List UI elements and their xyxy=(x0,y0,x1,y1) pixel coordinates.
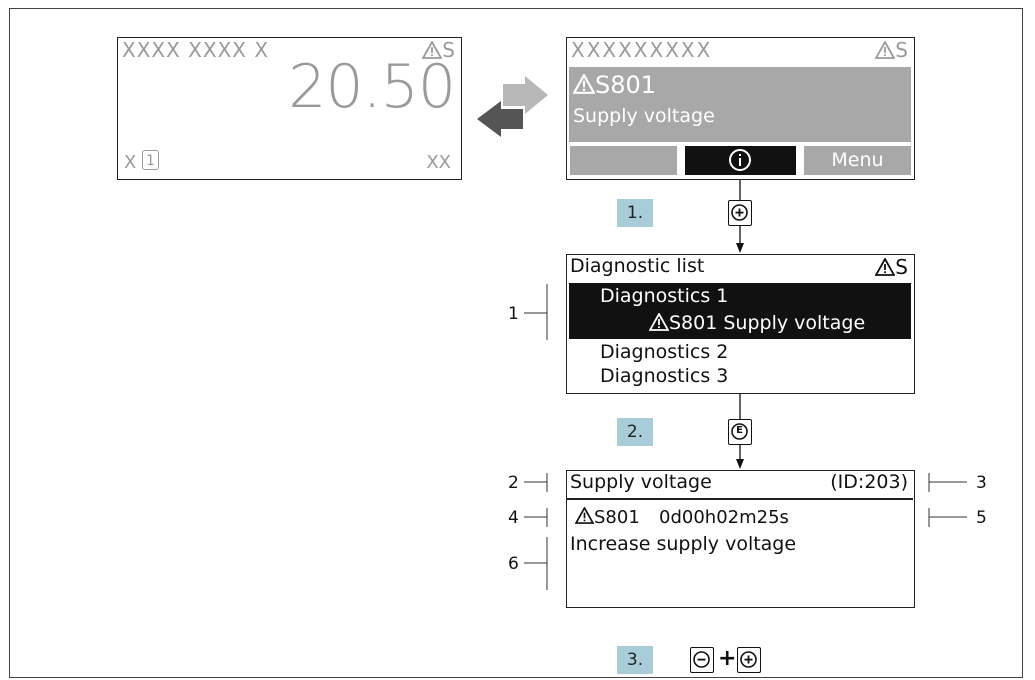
diagnostic-message-display: XXXXXXXXX S S801 Supply voltage Menu xyxy=(566,37,915,180)
callout-5: 5 xyxy=(976,508,987,528)
plus-key-step3[interactable] xyxy=(737,647,761,673)
plus-key-icon xyxy=(731,204,748,221)
enter-key[interactable]: E xyxy=(728,419,752,445)
plus-key-icon xyxy=(740,651,757,668)
detail-id: (ID:203) xyxy=(830,471,908,493)
diag-list-item-label: Diagnostics 1 xyxy=(600,285,729,307)
warning-icon xyxy=(874,257,896,276)
measured-display-title: XXXX XXXX X xyxy=(122,38,270,62)
measured-value-display: XXXX XXXX X S 20.50 X 1 XX xyxy=(117,37,462,180)
diag-list-item-selected[interactable]: Diagnostics 1 S801 Supply voltage xyxy=(569,283,911,339)
warning-icon xyxy=(572,72,596,94)
diag-list-item[interactable]: Diagnostics 3 xyxy=(600,365,729,387)
diag-list-item-detail: S801 Supply voltage xyxy=(648,312,866,334)
enter-key-circle-icon xyxy=(731,423,748,440)
info-circle-icon xyxy=(729,149,751,171)
softkey-info[interactable] xyxy=(685,146,796,175)
detail-code: S801 xyxy=(594,507,640,528)
unit-label: XX xyxy=(426,152,451,173)
diag-list-status: S xyxy=(874,255,908,279)
callout-1: 1 xyxy=(508,304,519,324)
measured-display-status: S xyxy=(421,38,455,62)
enter-key-letter: E xyxy=(736,425,743,436)
minus-key-icon xyxy=(693,651,710,668)
diag-message-area: S801 Supply voltage xyxy=(569,67,911,142)
menu-label: Menu xyxy=(831,149,884,171)
channel-label: X xyxy=(124,152,137,173)
diag-list-item-detail-text: S801 Supply voltage xyxy=(669,312,866,334)
diag-display-title: XXXXXXXXX xyxy=(571,38,713,62)
warning-icon xyxy=(874,40,896,59)
diag-status-letter: S xyxy=(895,38,908,62)
callout-3: 3 xyxy=(976,473,987,493)
warning-icon xyxy=(421,40,443,59)
detail-remedy: Increase supply voltage xyxy=(570,533,797,555)
callout-6: 6 xyxy=(508,554,519,574)
diag-list-header: Diagnostic list xyxy=(570,255,705,277)
callout-4: 4 xyxy=(508,508,519,528)
softkey-left[interactable] xyxy=(570,146,677,175)
warning-icon xyxy=(648,312,670,331)
diag-message: Supply voltage xyxy=(573,105,715,127)
figure-frame xyxy=(9,8,1023,678)
channel-number: 1 xyxy=(146,153,155,169)
detail-title-divider xyxy=(567,498,913,500)
detail-operating-time: 0d00h02m25s xyxy=(659,507,789,528)
diag-code-line: S801 xyxy=(572,71,657,99)
measured-status-letter: S xyxy=(442,38,455,62)
step-1-badge: 1. xyxy=(617,199,653,227)
callout-2: 2 xyxy=(508,473,519,493)
diagnostic-list-display: Diagnostic list S Diagnostics 1 S801 Sup… xyxy=(566,254,915,394)
softkey-menu[interactable]: Menu xyxy=(804,146,911,175)
diagnostic-detail-display: Supply voltage (ID:203) S801 0d00h02m25s… xyxy=(566,470,915,608)
measured-value: 20.50 xyxy=(288,52,456,122)
diag-code: S801 xyxy=(595,71,657,99)
minus-key[interactable] xyxy=(690,647,714,673)
step-2-badge: 2. xyxy=(617,418,653,446)
diag-list-item[interactable]: Diagnostics 2 xyxy=(600,341,729,363)
step-3-badge: 3. xyxy=(617,646,653,674)
warning-icon xyxy=(574,506,595,524)
channel-number-box: 1 xyxy=(142,150,159,170)
plus-key[interactable] xyxy=(728,200,752,226)
diag-display-status: S xyxy=(874,38,908,62)
diag-list-status-letter: S xyxy=(895,255,908,279)
detail-code-line: S801 xyxy=(574,506,640,528)
detail-title: Supply voltage xyxy=(570,471,712,493)
key-combination-plus-sign: + xyxy=(718,646,737,671)
